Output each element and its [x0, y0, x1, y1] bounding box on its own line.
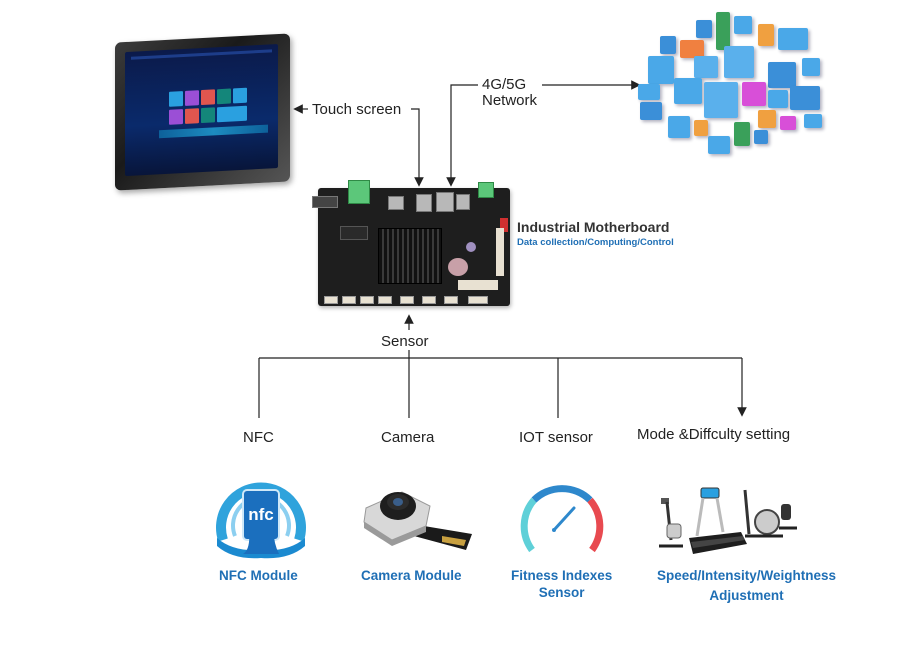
branch-label-iot-sensor: IOT sensor	[519, 429, 593, 446]
network-label-line2: Network	[482, 92, 538, 109]
branch-label-mode-setting: Mode &Diffculty setting	[637, 426, 791, 443]
branch-label-nfc: NFC	[243, 429, 274, 446]
module-label-fitness-line1: Fitness Indexes	[511, 568, 613, 583]
module-label-adjustment-line2: Adjustment	[709, 588, 784, 603]
network-connector	[446, 84, 478, 187]
motherboard-subtitle: Data collection/Computing/Control	[517, 237, 674, 248]
motherboard-title: Industrial Motherboard	[517, 219, 670, 235]
module-label-adjustment-line1: Speed/Intensity/Weightness	[657, 568, 837, 583]
gauge-icon	[520, 485, 604, 553]
module-label-adjustment: Speed/Intensity/Weightness Adjustment	[657, 567, 836, 604]
network-label: 4G/5G Network	[482, 77, 537, 109]
module-label-fitness-line2: Sensor	[538, 585, 585, 600]
nfc-icon: nfc	[216, 482, 306, 559]
fitness-equipment-icon	[659, 487, 797, 554]
camera-module-icon	[363, 491, 472, 550]
monitor-screen	[125, 44, 278, 177]
industrial-motherboard-image	[312, 180, 510, 306]
heatsink	[378, 228, 442, 284]
touch-screen-connector	[411, 108, 424, 187]
motherboard-caption: Industrial Motherboard Data collection/C…	[517, 219, 674, 248]
touch-screen-label: Touch screen	[312, 101, 402, 118]
sensor-label: Sensor	[381, 333, 429, 350]
module-label-fitness-sensor: Fitness Indexes Sensor	[511, 567, 612, 601]
branch-label-camera: Camera	[381, 429, 435, 446]
network-label-line1: 4G/5G	[482, 76, 527, 93]
touch-screen-monitor-image	[115, 33, 290, 191]
network-apps-cloud-image	[638, 12, 828, 154]
nfc-logo-text: nfc	[248, 505, 274, 524]
module-label-nfc: NFC Module	[219, 568, 298, 583]
module-label-camera: Camera Module	[361, 568, 462, 583]
